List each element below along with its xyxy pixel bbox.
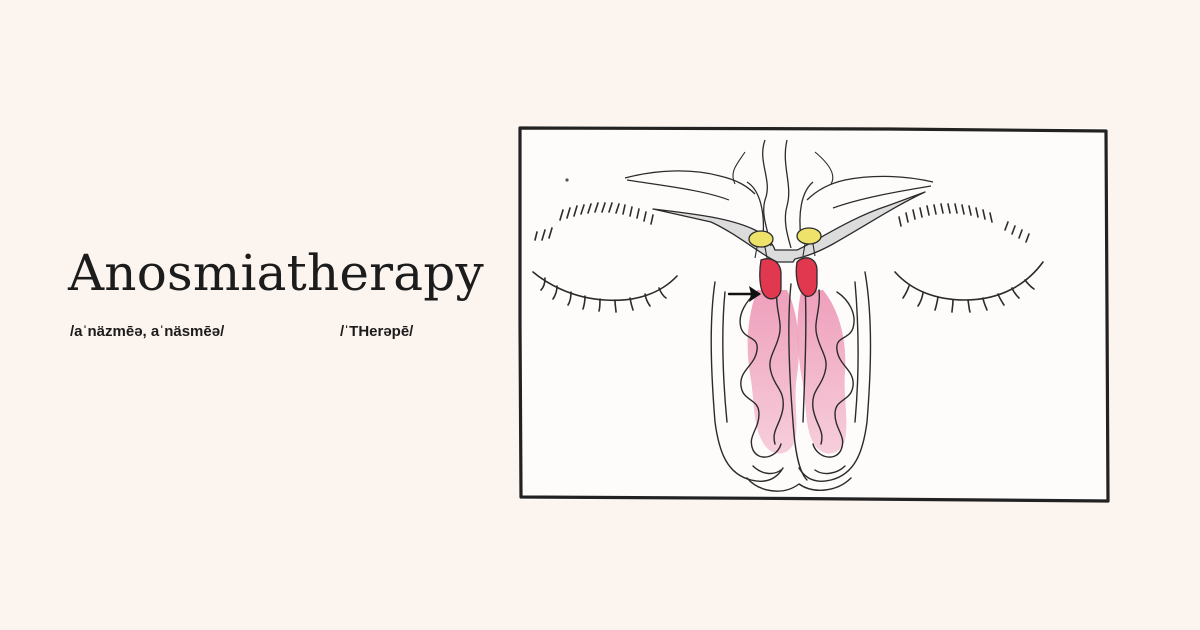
nasal-turbinates bbox=[710, 271, 872, 492]
olfactory-epithelium bbox=[759, 257, 818, 300]
eyebrow-left bbox=[534, 202, 654, 241]
olfactory-bulbs bbox=[748, 227, 822, 259]
page-title: Anosmiatherapy bbox=[68, 244, 484, 302]
closed-eye-left bbox=[532, 271, 678, 313]
nasal-mucosa bbox=[747, 290, 847, 454]
brain-nerve-region bbox=[624, 139, 934, 263]
pronunciation-therapy: /ˈTHerəpē/ bbox=[340, 323, 414, 340]
closed-eye-right bbox=[894, 261, 1044, 313]
pronunciation-anosmia: /aˈnäzmēə, aˈnäsmēə/ bbox=[70, 323, 225, 340]
illustration-frame bbox=[518, 126, 1110, 503]
pointer-arrow-icon bbox=[727, 286, 761, 302]
eyebrow-right bbox=[898, 203, 1030, 243]
pencil-dot bbox=[565, 178, 569, 182]
nasal-anatomy-illustration bbox=[518, 126, 1110, 503]
